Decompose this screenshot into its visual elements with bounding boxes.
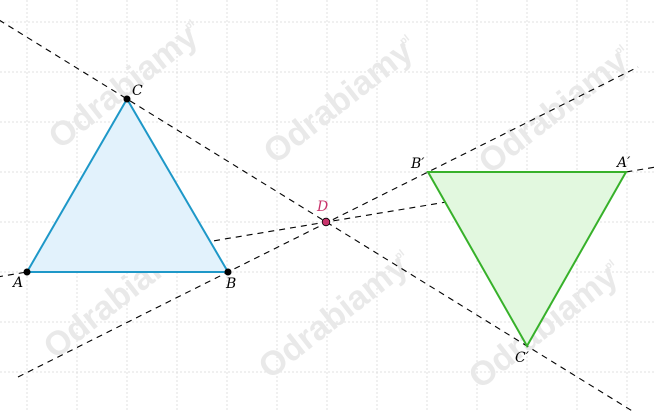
- svg-text:Odrabiamy: Odrabiamy: [257, 32, 420, 171]
- label-c-prime: C′: [515, 350, 530, 366]
- label-b-prime: B′: [410, 156, 425, 172]
- point-b[interactable]: [224, 268, 232, 276]
- svg-text:Odrabiamy: Odrabiamy: [472, 42, 635, 181]
- svg-text:Odrabiamy: Odrabiamy: [252, 247, 415, 386]
- label-c: C: [132, 83, 143, 99]
- point-c[interactable]: [123, 95, 131, 103]
- label-b: B: [225, 276, 236, 292]
- guide-line-c: [0, 19, 634, 411]
- label-a-prime: A′: [615, 155, 631, 171]
- watermark: Odrabiamy.pl: [257, 32, 420, 171]
- point-a[interactable]: [23, 268, 31, 276]
- label-a: A: [11, 275, 23, 291]
- triangle-abc: [25, 97, 230, 273]
- point-d-center[interactable]: [321, 217, 331, 227]
- label-d: D: [316, 199, 328, 215]
- watermark: Odrabiamy.pl: [472, 42, 635, 181]
- triangle-a1b1c1: [426, 171, 628, 349]
